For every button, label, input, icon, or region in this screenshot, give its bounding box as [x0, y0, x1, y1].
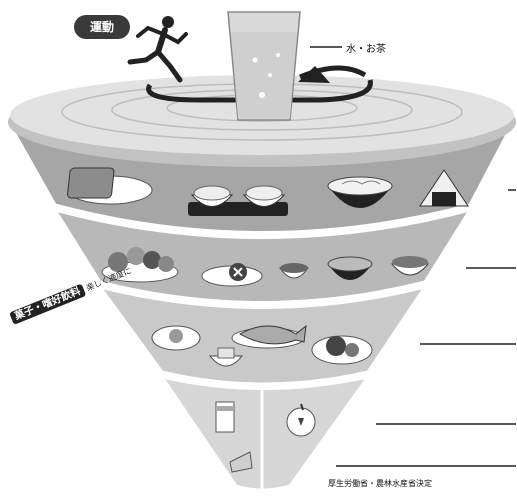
fried-egg-icon [151, 325, 201, 351]
grilled-fish-icon [231, 324, 307, 349]
cheese-icon [229, 451, 253, 473]
water-glass-icon [227, 11, 301, 121]
noodle-bowl-icon [327, 176, 393, 208]
rice-bowls-icon [188, 185, 288, 216]
credit-text: 厚生労働省・農林水産省決定 [328, 479, 432, 488]
dairy-illustrations [215, 401, 253, 473]
milk-glass-icon [215, 401, 235, 433]
apple-icon [286, 403, 316, 437]
running-figure-icon [127, 16, 188, 83]
vegetable-dish-illustrations [101, 247, 430, 287]
main-dish-illustrations [151, 324, 373, 367]
right-pointer-lines [336, 189, 516, 467]
onigiri-icon [419, 169, 469, 207]
water-tea-label: 水・お茶 [346, 44, 386, 55]
tofu-bowl-icon [208, 347, 244, 367]
grain-dish-illustrations [67, 167, 469, 216]
exercise-label: 運動 [74, 15, 130, 39]
fruit-illustrations [286, 403, 316, 437]
bread-plate-icon [67, 167, 153, 205]
meat-dish-icon [311, 335, 373, 365]
soup-bowl-icon [327, 256, 373, 280]
tier-dairy-fruit [158, 374, 372, 492]
side-dish-plate-icon [201, 263, 263, 287]
vegetable-bowl-icon [390, 256, 430, 276]
vegetable-salad-icon [101, 247, 179, 283]
small-bowl-icon [279, 263, 309, 279]
